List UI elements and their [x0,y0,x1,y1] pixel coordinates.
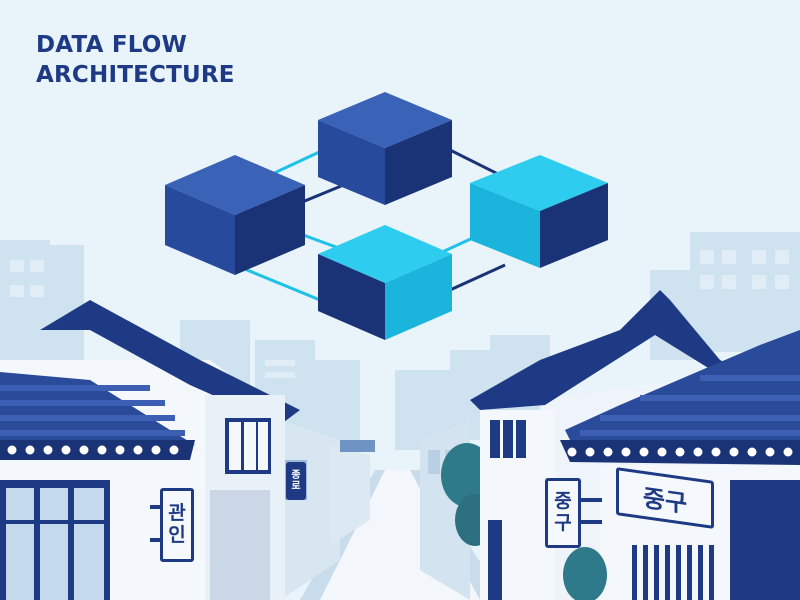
cube-top [318,92,452,205]
title-line-1: DATA FLOW [36,32,188,58]
cube-left [165,155,305,275]
data-flow-network [165,92,608,340]
right-vertical-sign: 중 구 [545,478,581,548]
title-line-2: ARCHITECTURE [36,62,235,88]
page-title: DATA FLOW ARCHITECTURE [36,30,235,90]
left-hanok [0,372,195,600]
right-sign-char-2: 구 [554,512,572,534]
small-sign-char-1: 종 [291,469,301,481]
background-windows [10,250,789,378]
right-horizontal-sign-text: 중구 [642,483,688,518]
small-sign-char-2: 로 [291,481,301,492]
left-sign-char-1: 관 [168,502,186,525]
small-vertical-sign: 종 로 [286,462,306,500]
cube-bottom [318,225,452,340]
left-sign-char-2: 인 [168,524,186,546]
left-vertical-sign: 관 인 [160,488,194,562]
cube-right [470,155,608,268]
right-sign-char-1: 중 [554,490,572,513]
